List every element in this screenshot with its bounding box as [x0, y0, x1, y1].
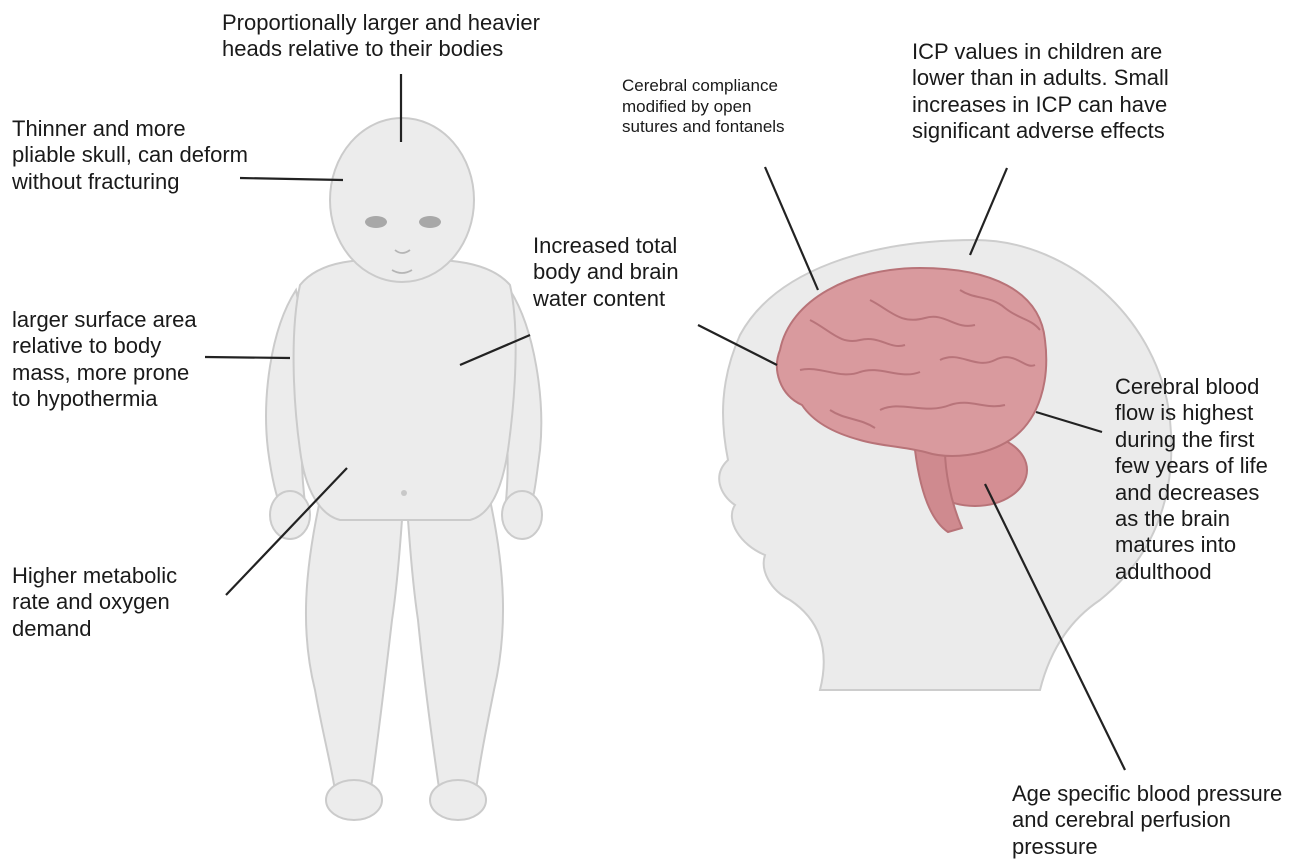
leader-surface — [205, 357, 290, 358]
label-heads: Proportionally larger and heavier heads … — [222, 10, 540, 63]
leader-compliance — [765, 167, 818, 290]
label-water: Increased total body and brain water con… — [533, 233, 679, 312]
label-perfusion: Age specific blood pressure and cerebral… — [1012, 781, 1310, 860]
label-compliance: Cerebral compliance modified by open sut… — [622, 76, 785, 138]
label-icp: ICP values in children are lower than in… — [912, 39, 1169, 145]
baby-body-illustration — [266, 118, 542, 820]
label-blood-flow: Cerebral blood flow is highest during th… — [1115, 374, 1268, 585]
label-skull: Thinner and more pliable skull, can defo… — [12, 116, 248, 195]
label-metabolic: Higher metabolic rate and oxygen demand — [12, 563, 177, 642]
label-surface: larger surface area relative to body mas… — [12, 307, 197, 413]
leader-skull — [240, 178, 343, 180]
